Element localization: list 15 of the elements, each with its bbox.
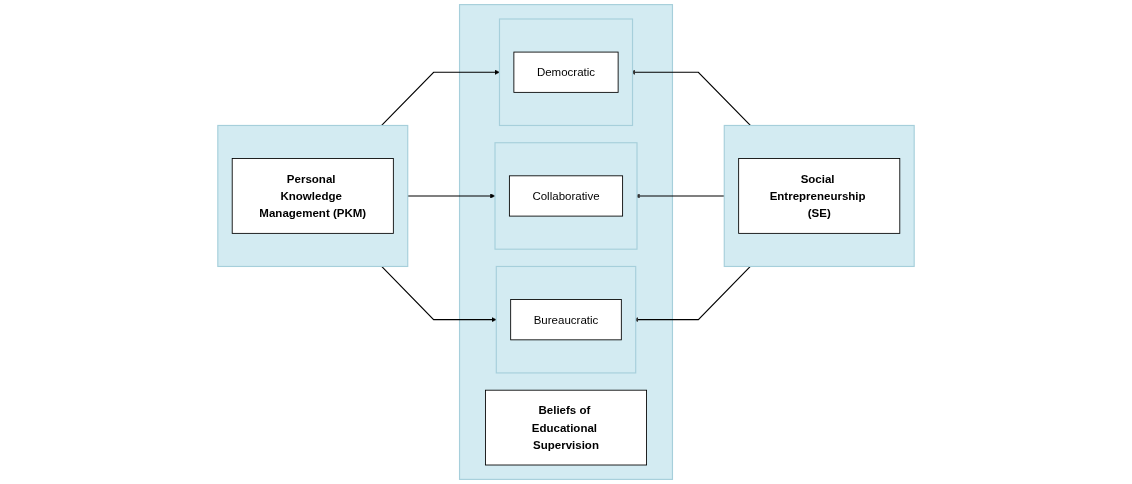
cluster [458,4,674,480]
node-box: Beliefs of Educational Supervision [485,389,647,466]
node-box: Social Entrepreneurship (SE) [738,158,901,234]
node-box: Personal Knowledge Management (PKM) [231,158,394,234]
cluster [498,18,634,127]
cluster [495,265,637,374]
arrow [381,69,500,127]
node-box: Democratic [513,51,619,93]
arrow [407,193,496,199]
node-box: Collaborative [508,175,624,217]
arrow [381,265,497,323]
cluster [723,124,915,268]
cluster [494,142,638,250]
node-box: Bureaucratic [510,299,622,341]
cluster [217,124,409,268]
